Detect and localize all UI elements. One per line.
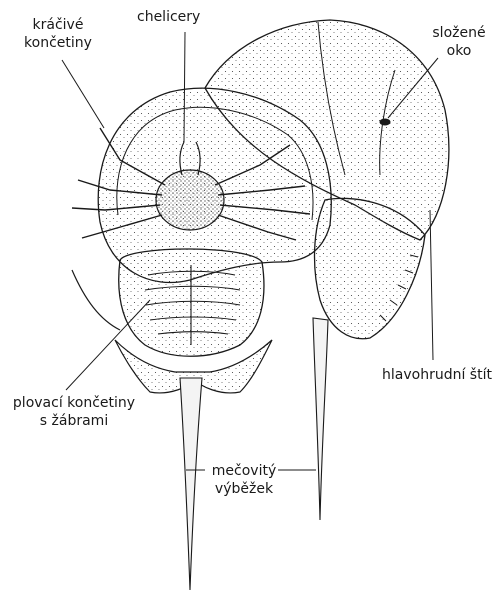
label-walking-legs-line1: kráčivé <box>18 16 98 34</box>
ventral-telson <box>180 378 202 590</box>
label-walking-legs-line2: končetiny <box>18 34 98 52</box>
ventral-view-crab <box>72 88 331 590</box>
dorsal-telson <box>313 318 328 520</box>
label-compound-eye-line1: složené <box>424 24 494 42</box>
label-telson-line1: mečovitý <box>210 462 278 480</box>
mouth-region <box>156 170 224 230</box>
label-chelicerae: chelicery <box>137 8 200 26</box>
label-telson: mečovitý výběžek <box>210 462 278 498</box>
label-compound-eye: složené oko <box>424 24 494 60</box>
label-swimming-legs-line1: plovací končetiny <box>4 394 144 412</box>
leader-prosoma-shield <box>430 210 433 360</box>
label-walking-legs: kráčivé končetiny <box>18 16 98 52</box>
ventral-brim <box>72 270 120 330</box>
leader-walking-legs <box>62 60 104 128</box>
compound-eye <box>380 119 390 125</box>
label-compound-eye-line2: oko <box>424 42 494 60</box>
label-prosoma-shield: hlavohrudní štít <box>382 366 492 384</box>
label-swimming-legs-line2: s žábrami <box>4 412 144 430</box>
label-swimming-legs: plovací končetiny s žábrami <box>4 394 144 430</box>
label-telson-line2: výběžek <box>210 480 278 498</box>
